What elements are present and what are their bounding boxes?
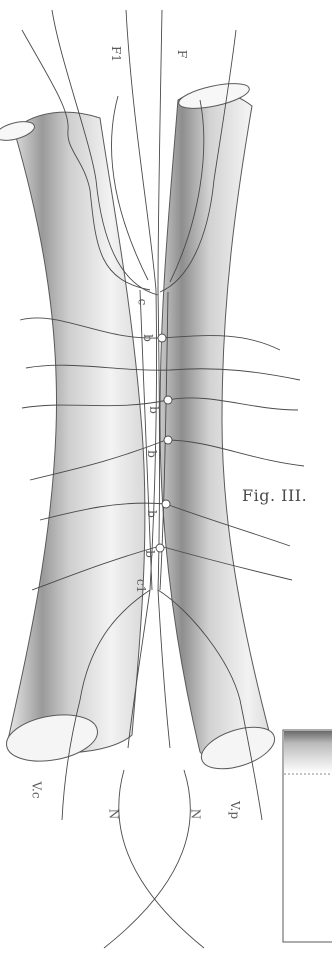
- figure-caption: Fig. III.: [242, 486, 307, 505]
- label-n-right: N: [189, 809, 201, 820]
- label-b-2: b: [148, 406, 160, 414]
- label-f: F: [176, 50, 188, 58]
- specimen-box: [283, 730, 332, 942]
- label-vp: V.p: [229, 801, 241, 819]
- left-vessel: [0, 112, 145, 768]
- label-b-4: b: [146, 510, 158, 518]
- label-b-5: b: [144, 550, 156, 558]
- label-vc: V.c: [31, 781, 43, 798]
- label-c1: c1: [135, 579, 147, 593]
- label-f1: F1: [110, 46, 122, 62]
- label-b-1: b: [142, 334, 154, 342]
- label-b-3: b: [146, 450, 158, 458]
- label-c: c: [136, 299, 148, 306]
- label-n-left: N: [107, 809, 119, 820]
- right-vessel: [160, 79, 280, 777]
